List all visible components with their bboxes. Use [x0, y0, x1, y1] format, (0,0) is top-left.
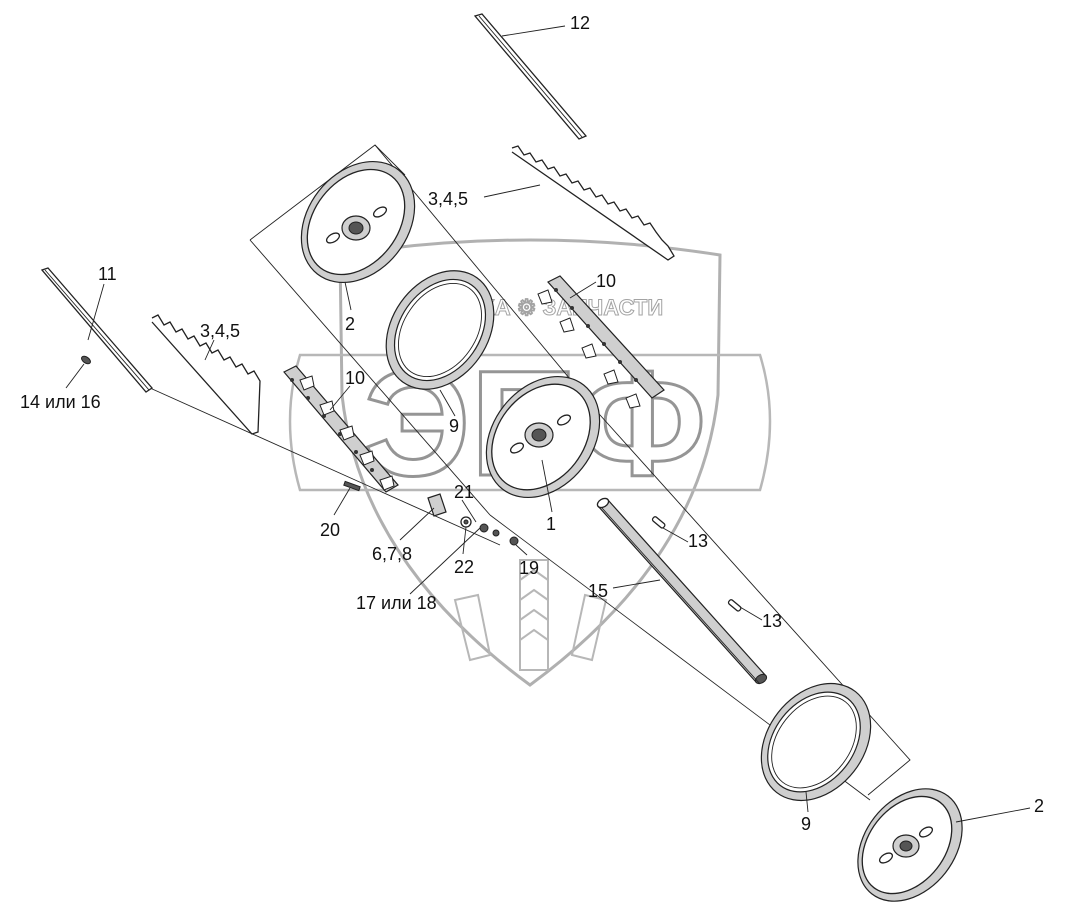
label-10-left: 10: [345, 368, 365, 388]
label-13-lower: 13: [762, 611, 782, 631]
part-20-bolt: [343, 480, 361, 492]
part-14-16-bolt: [81, 355, 91, 365]
assembly-outline-lines: [149, 144, 911, 801]
label-14-16: 14 или 16: [20, 392, 101, 412]
part-13-upper-key: [651, 516, 666, 529]
part-19-nut: [509, 536, 519, 546]
part-10-right-cutter: [537, 275, 665, 409]
label-9-lower: 9: [801, 814, 811, 834]
label-9-upper: 9: [449, 416, 459, 436]
watermark-wheat-icon: [453, 559, 608, 671]
callout-labels: 12 3,4,5 10 11 3,4,5 2 10 14 или 16 9 21…: [20, 13, 1044, 834]
part-2-upper-wheel: [300, 160, 416, 284]
part-3-4-5-upper-strip: [511, 145, 675, 261]
label-11: 11: [98, 264, 117, 284]
label-1: 1: [546, 514, 556, 534]
label-22: 22: [454, 557, 474, 577]
part-15-shaft: [596, 497, 768, 685]
label-13-upper: 13: [688, 531, 708, 551]
label-21: 21: [454, 482, 474, 502]
part-9-upper-ring: [385, 270, 495, 390]
part-21-nut: [479, 523, 500, 537]
part-10-left-cutter: [283, 365, 399, 493]
part-2-lower-wheel: [857, 788, 963, 902]
part-22-washer: [460, 516, 472, 528]
label-3-4-5-left: 3,4,5: [200, 321, 240, 341]
part-3-4-5-left-strip: [151, 314, 261, 435]
watermark-shield-outline: [338, 238, 722, 687]
label-2-top: 2: [345, 314, 355, 334]
label-2-bottom: 2: [1034, 796, 1044, 816]
label-15: 15: [588, 581, 608, 601]
label-10-right: 10: [596, 271, 616, 291]
part-13-lower-key: [727, 599, 742, 612]
label-20: 20: [320, 520, 340, 540]
label-3-4-5-top: 3,4,5: [428, 189, 468, 209]
part-11-bar: [40, 267, 153, 393]
label-12: 12: [570, 13, 590, 33]
watermark-banner-band: [288, 353, 772, 492]
label-6-7-8: 6,7,8: [372, 544, 412, 564]
part-1-disc: [485, 375, 601, 499]
label-19: 19: [519, 558, 539, 578]
leader-lines: [65, 25, 1031, 823]
part-12-bar: [473, 13, 588, 140]
part-9-lower-ring: [760, 682, 872, 802]
label-17-18: 17 или 18: [356, 593, 437, 613]
